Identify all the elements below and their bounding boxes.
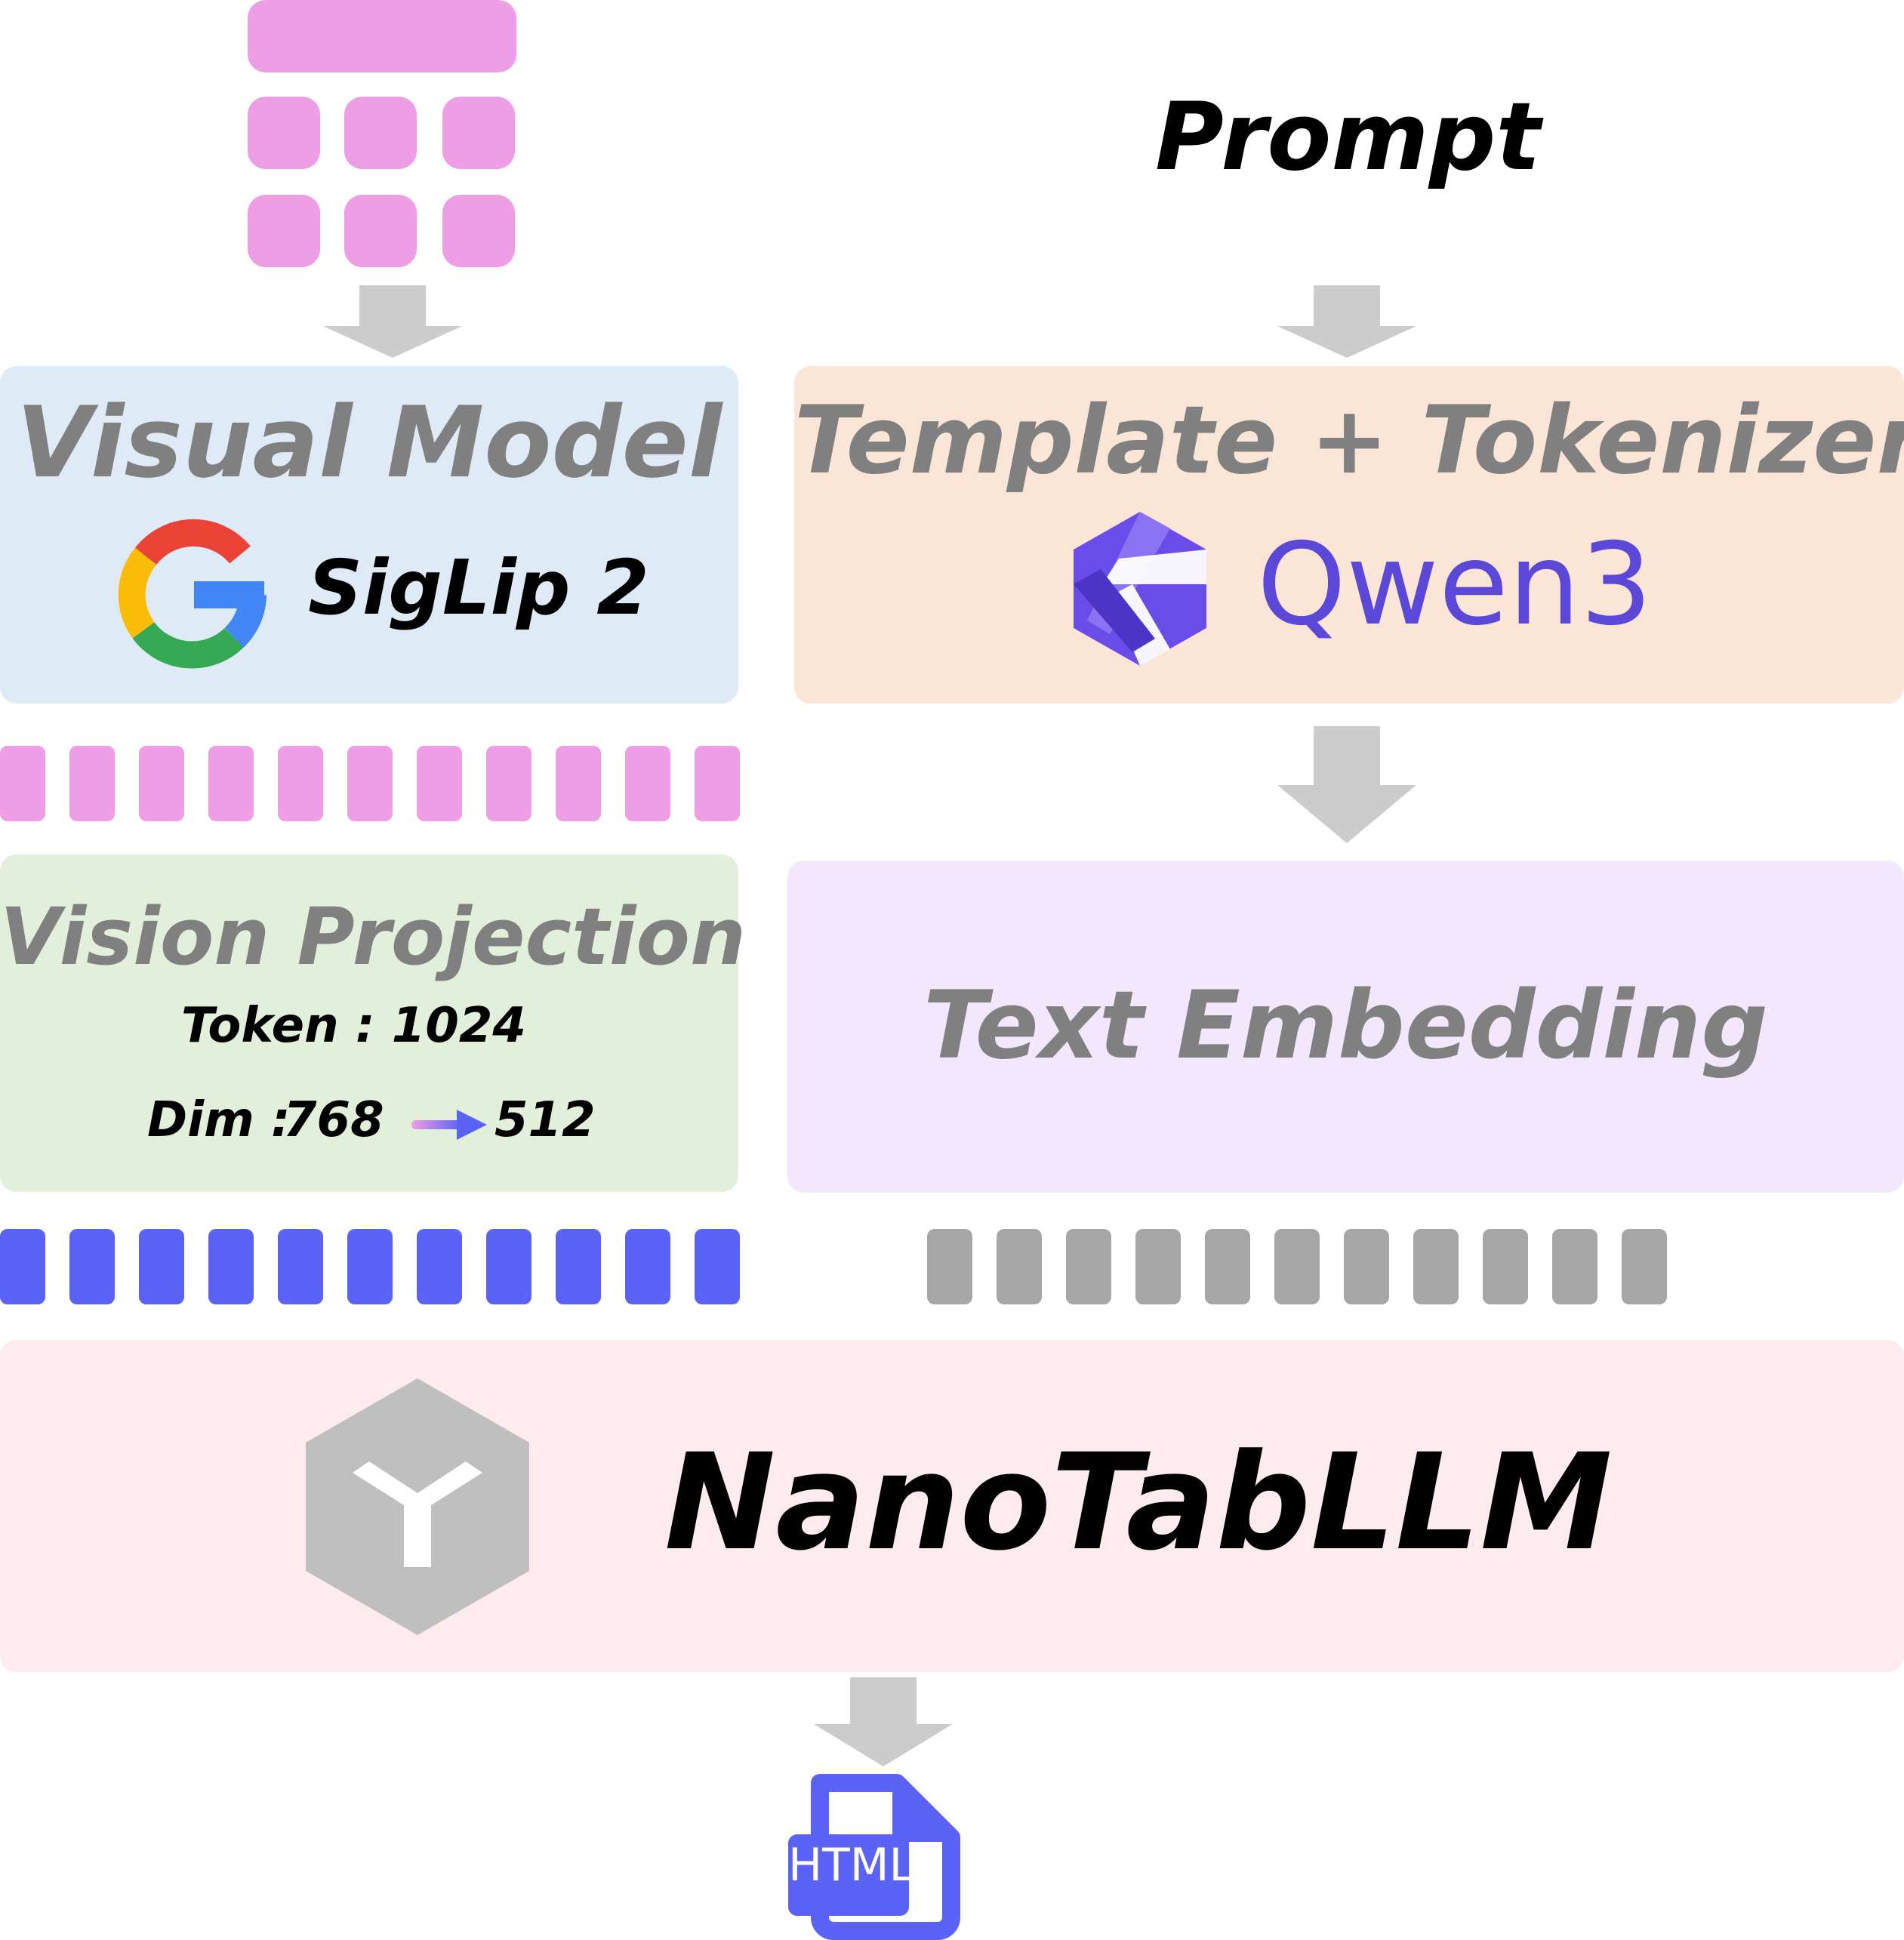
tokenizer-title: Template + Tokenizer [794,386,1904,495]
dim-to-value: 512 [494,1092,596,1148]
image-token-row [0,746,740,821]
dim-from-value: 768 [283,1092,384,1148]
text-embedding-title: Text Embedding [923,972,1768,1080]
tokenizer-box [794,366,1904,704]
arrow-down-icon [1277,726,1416,843]
hexagon-y-icon [306,1378,529,1635]
arrow-down-icon [1277,285,1416,358]
arrow-down-icon [323,285,462,358]
vision-token-row [0,1229,740,1304]
token-count-label: Token : 1024 [181,998,526,1054]
arrow-down-icon [814,1677,953,1766]
dim-prefix-label: Dim : [147,1092,291,1148]
text-embedding-box [787,861,1904,1193]
vision-projection-box [0,855,738,1192]
visual-model-box [0,366,738,704]
html-file-label: HTML [788,1839,914,1892]
arrow-right-icon [411,1110,487,1140]
vision-projection-title: Vision Projection [0,891,746,983]
image-input-icon [248,0,516,269]
qwen-model-name: Qwen3 [1257,519,1653,651]
llm-title: NanoTabLLM [664,1425,1613,1580]
siglip-model-name: SigLip 2 [308,544,649,632]
qwen-logo-icon [1074,512,1206,666]
text-token-row [927,1229,1667,1304]
google-g-icon [118,519,266,669]
html-file-icon [788,1774,960,1940]
prompt-label: Prompt [1155,83,1541,192]
visual-model-title: Visual Model [16,385,722,500]
